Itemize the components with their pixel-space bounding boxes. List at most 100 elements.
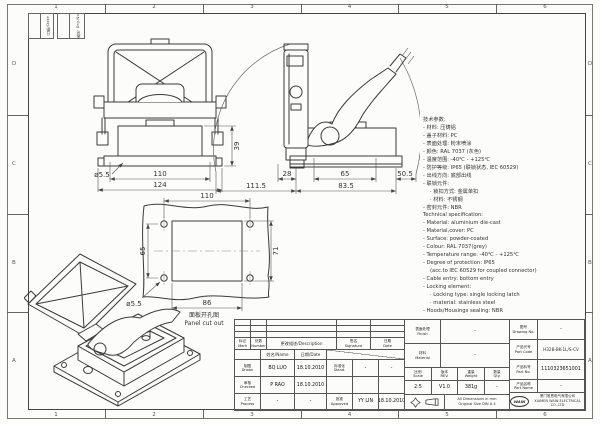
spec-line: - 密封元件: NBR bbox=[423, 205, 462, 211]
name-date-subheader: 姓名/Name 日期/Date bbox=[235, 350, 405, 360]
cover-swing-arc-right bbox=[399, 57, 420, 175]
process-name: - bbox=[261, 394, 295, 410]
grid-row-label: C bbox=[588, 161, 592, 167]
spec-title-en: Technical specification: bbox=[423, 212, 483, 218]
isometric-view bbox=[24, 253, 201, 407]
front-view-housing bbox=[93, 38, 227, 167]
panel-cutout-view: 110 65 71 86 ø5.5 面板开孔图 Panel cut out bbox=[126, 192, 280, 327]
spec-title-cn: 技术参数: bbox=[423, 117, 446, 123]
spec-line: · 锁扣方式: 金属单扣 bbox=[430, 189, 479, 195]
company-name-cn: 厦门唯恩电气有限公司 bbox=[540, 394, 575, 399]
side-view-dim-lines bbox=[215, 47, 417, 194]
spec-line: - 出线方向: 底部出线 bbox=[423, 173, 472, 179]
isometric-housing bbox=[24, 253, 201, 407]
standardized-name: - bbox=[353, 360, 379, 377]
grid-col-label: 2 bbox=[152, 4, 156, 10]
grid-col-label: 3 bbox=[250, 4, 254, 10]
dim-cutout-65: 65 bbox=[139, 247, 147, 256]
spec-line: - Degree of protection: IP65 bbox=[423, 260, 495, 266]
grid-col-label: 5 bbox=[445, 412, 449, 418]
weight-value: 381g bbox=[458, 381, 485, 395]
side-view: 28 65 50.5 111.5 83.5 bbox=[213, 43, 420, 194]
corner-date-strip: 日期/Date bbox=[28, 13, 54, 39]
part-code-value: H32B-BK-1L/S-CV bbox=[538, 340, 585, 360]
name-subheader: 姓名/Name bbox=[261, 350, 295, 360]
spec-line: (acc.to IEC 60529 for coupled connector) bbox=[430, 268, 537, 274]
dim-side-65: 65 bbox=[341, 170, 350, 178]
scale-value: 2:5 bbox=[405, 381, 432, 395]
part-name-value: - bbox=[538, 380, 585, 393]
process-date: - bbox=[295, 394, 327, 410]
spec-line: - 联锁元件: bbox=[423, 181, 450, 187]
spec-line: · Locking type: single locking latch bbox=[430, 292, 520, 298]
company-cell: WAIN 厦门唯恩电气有限公司 XIAMEN WAIN ELECTRICAL C… bbox=[510, 393, 585, 410]
spec-list-english: Technical specification: - Material: alu… bbox=[423, 211, 585, 315]
front-view: 110 124 39 ø5.5 bbox=[93, 38, 241, 192]
spec-line: - Temperature range: -40℃ - +125℃ bbox=[423, 252, 520, 258]
dim-cutout-hole: ø5.5 bbox=[126, 300, 141, 308]
finish-value: - bbox=[441, 320, 510, 344]
corner-date-label: 日期/Date bbox=[44, 16, 50, 36]
spec-line: - 盖子材料: PC bbox=[423, 133, 458, 139]
spec-line: - Surface: powder-coated bbox=[423, 236, 489, 242]
dim-side-28: 28 bbox=[283, 170, 292, 178]
dim-cutout-86: 86 bbox=[203, 299, 212, 307]
grid-col-label: 2 bbox=[152, 412, 156, 418]
grid-col-label: 1 bbox=[54, 412, 58, 418]
dim-side-50-5: 50.5 bbox=[397, 170, 413, 178]
dim-front-hole: ø5.5 bbox=[94, 171, 109, 179]
rev-value: V1.0 bbox=[432, 381, 458, 395]
spec-line: - Locking element: bbox=[423, 284, 472, 290]
sheet-outer-border bbox=[7, 4, 593, 419]
spec-line: - 颜色: RAL 7037 (灰色) bbox=[423, 149, 482, 155]
dim-cutout-71: 71 bbox=[272, 247, 280, 256]
standardized-date: - bbox=[379, 360, 405, 377]
panel-cutout-caption-cn: 面板开孔图 bbox=[189, 311, 219, 319]
qty-value: - bbox=[485, 381, 510, 395]
spec-line: - Cable entry: bottom entry bbox=[423, 276, 494, 282]
grid-col-label: 4 bbox=[347, 412, 352, 418]
projection-symbols bbox=[405, 395, 445, 410]
side-view-housing bbox=[283, 43, 407, 169]
company-name-en: XIAMEN WAIN ELECTRICAL CO.,LTD bbox=[534, 398, 581, 408]
date-subheader: 日期/Date bbox=[295, 350, 327, 360]
spec-line: - Hoods/Housings sealing: NBR bbox=[423, 308, 503, 314]
first-angle-projection-icon bbox=[410, 396, 421, 408]
grid-col-label: 5 bbox=[445, 4, 449, 10]
dim-front-39: 39 bbox=[233, 142, 241, 151]
cone-projection-icon bbox=[425, 398, 439, 406]
grid-row-label: C bbox=[12, 161, 16, 167]
dim-front-124: 124 bbox=[153, 181, 167, 189]
checked-date: 18.10.2010 bbox=[295, 377, 327, 394]
spec-line: - 材料: 压铸铝 bbox=[423, 125, 456, 131]
grid-row-label: D bbox=[588, 61, 593, 67]
corner-drg-strip: 图号 Drg.No bbox=[57, 13, 85, 39]
drawing-no-value: - bbox=[538, 320, 585, 340]
spec-list-chinese: 技术参数: - 材料: 压铸铝 - 盖子材料: PC - 表面处理: 粉末喷涂 … bbox=[423, 116, 585, 212]
front-view-dim-lines bbox=[97, 125, 236, 192]
grid-col-label: 6 bbox=[543, 4, 547, 10]
dim-front-110: 110 bbox=[153, 170, 166, 178]
approved-name: YY LIN bbox=[353, 394, 379, 410]
grid-col-label: 1 bbox=[54, 4, 58, 10]
spec-line: - 表面处理: 粉末喷涂 bbox=[423, 141, 472, 147]
